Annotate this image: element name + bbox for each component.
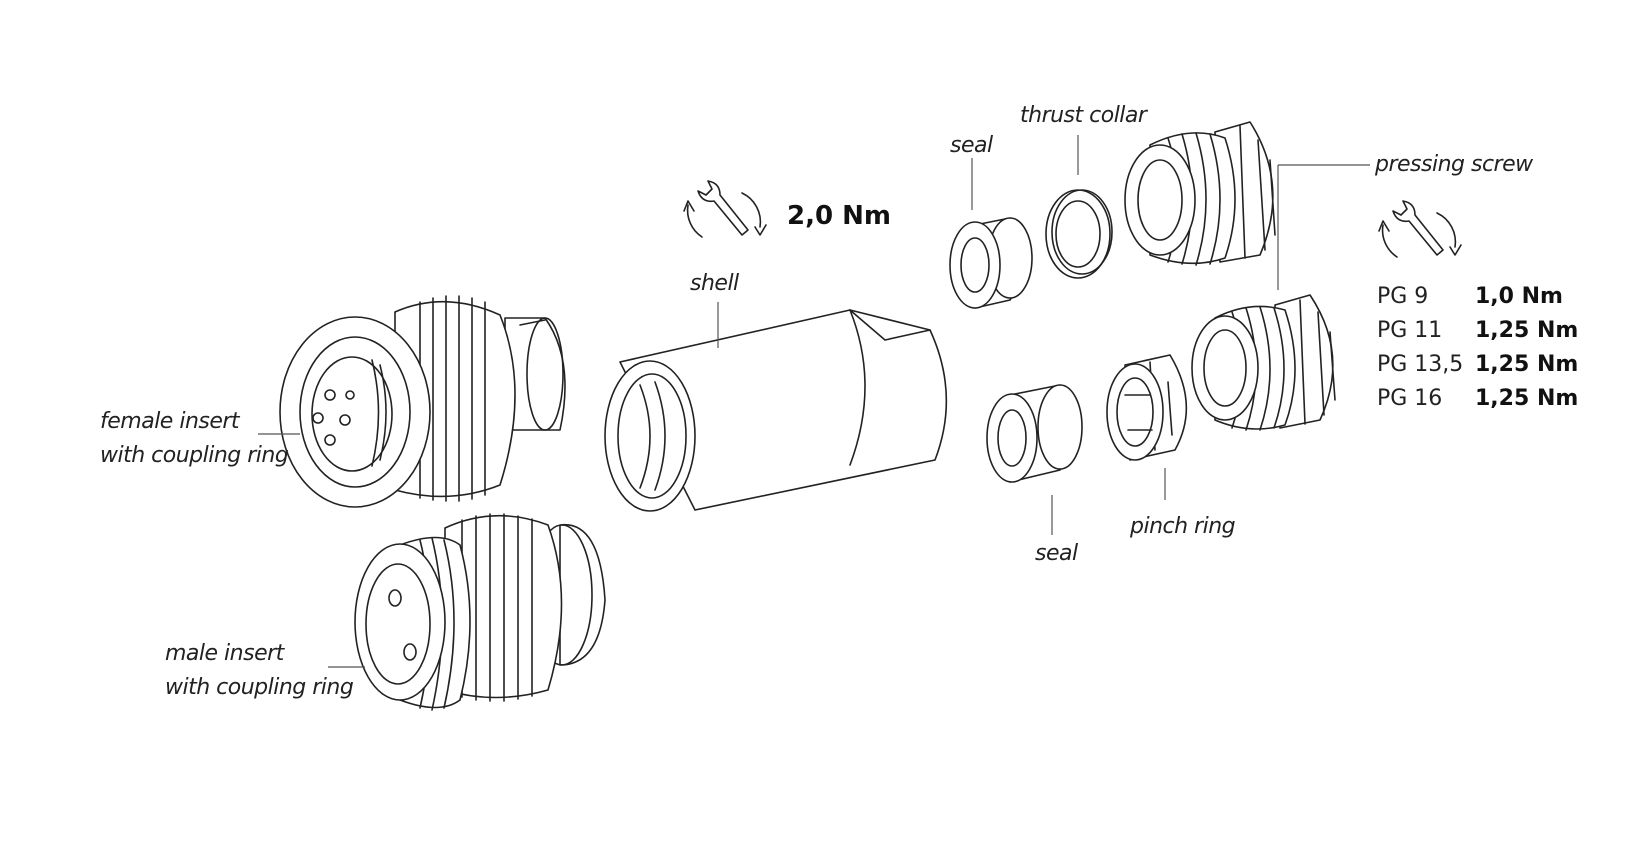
male-insert-label-2: with coupling ring [165, 675, 354, 700]
thrust-collar-drawing [1045, 189, 1113, 279]
pressing-screw-label: pressing screw [1374, 152, 1534, 177]
torque-table: PG 9 1,0 Nm PG 11 1,25 Nm PG 13,5 1,25 N… [1377, 284, 1578, 411]
pressing-screw-bottom-drawing [1191, 294, 1336, 431]
female-insert-drawing [279, 295, 566, 508]
seal-top-label: seal [950, 133, 993, 158]
wrench-tighten-icon [683, 180, 767, 238]
shell-label: shell [690, 271, 739, 296]
female-insert-label-1: female insert [100, 409, 241, 434]
seal-bottom-label: seal [1035, 541, 1078, 566]
seal-bottom-drawing [986, 384, 1083, 483]
torque-table-size-1: PG 11 [1377, 318, 1442, 343]
torque-table-value-3: 1,25 Nm [1475, 386, 1578, 411]
torque-table-value-1: 1,25 Nm [1475, 318, 1578, 343]
pressing-screw-top-drawing [1124, 121, 1276, 266]
torque-table-value-2: 1,25 Nm [1475, 352, 1578, 377]
seal-top-drawing [949, 217, 1033, 309]
pinch-ring-drawing [1106, 354, 1188, 461]
female-insert-label-2: with coupling ring [100, 443, 289, 468]
thrust-collar-label: thrust collar [1020, 103, 1149, 128]
male-insert-label-1: male insert [165, 641, 286, 666]
shell-torque-value: 2,0 Nm [787, 201, 891, 231]
torque-table-size-0: PG 9 [1377, 284, 1428, 309]
leader-lines [258, 135, 1370, 668]
pinch-ring-label: pinch ring [1129, 514, 1236, 539]
torque-table-size-3: PG 16 [1377, 386, 1442, 411]
shell-drawing [604, 309, 948, 512]
wrench-tighten-icon-2 [1378, 200, 1462, 258]
torque-table-size-2: PG 13,5 [1377, 352, 1463, 377]
torque-table-value-0: 1,0 Nm [1475, 284, 1563, 309]
male-insert-drawing [354, 513, 606, 711]
